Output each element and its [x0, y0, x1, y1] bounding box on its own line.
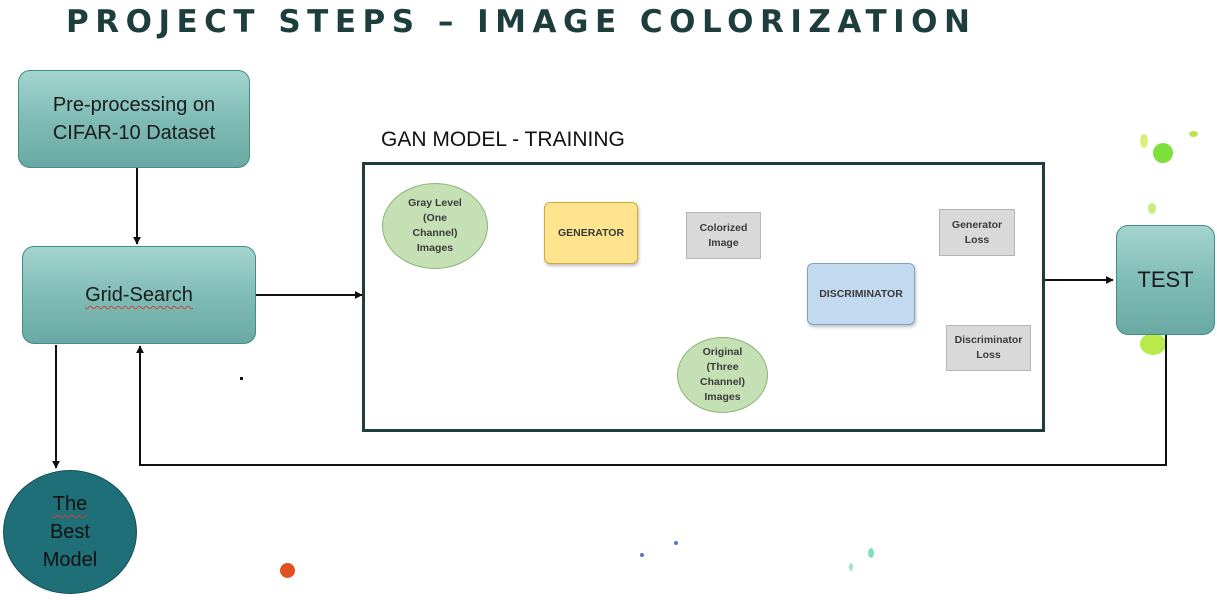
paint-splash — [674, 541, 678, 545]
generator-loss-line: Generator — [951, 219, 1003, 231]
page-title: PROJECT STEPS – IMAGE COLORIZATION — [66, 4, 977, 40]
original-input-node: Original (Three Channel) Images — [677, 337, 768, 413]
stray-dot — [240, 377, 243, 380]
gray-input-line: (One — [423, 212, 447, 224]
paint-splash — [1148, 203, 1156, 214]
generator-label: GENERATOR — [557, 226, 625, 239]
gray-input-line: Images — [416, 242, 454, 254]
best-model-label-line3: Model — [42, 549, 98, 571]
gan-section-label: GAN MODEL - TRAINING — [381, 128, 625, 151]
generator-loss-node: Generator Loss — [939, 209, 1015, 256]
gray-input-line: Channel) — [412, 227, 458, 239]
discriminator-node: DISCRIMINATOR — [807, 263, 915, 325]
preprocessing-label-line2: CIFAR-10 Dataset — [52, 122, 216, 144]
preprocessing-step: Pre-processing on CIFAR-10 Dataset — [18, 70, 250, 168]
discriminator-label: DISCRIMINATOR — [819, 287, 903, 300]
discriminator-loss-node: Discriminator Loss — [946, 325, 1031, 371]
original-line: Channel) — [700, 376, 745, 388]
grid-search-step: Grid-Search — [22, 246, 256, 344]
test-step: TEST — [1116, 225, 1215, 335]
best-model-node: The Best Model — [3, 470, 137, 594]
grid-search-label: Grid-Search — [85, 284, 193, 306]
best-model-label-line1: The — [52, 493, 88, 515]
colorized-line: Image — [708, 236, 739, 249]
paint-splash — [1140, 134, 1148, 148]
paint-splash — [1189, 131, 1198, 137]
preprocessing-label-line1: Pre-processing on — [52, 94, 216, 116]
paint-splash — [868, 548, 874, 558]
original-line: Images — [704, 391, 741, 403]
colorized-image-node: Colorized Image — [686, 212, 761, 259]
paint-splash — [849, 563, 853, 571]
best-model-label-line2: Best — [49, 521, 90, 543]
gray-input-line: Gray Level — [408, 197, 462, 209]
paint-splash — [280, 563, 295, 578]
paint-splash — [1140, 333, 1166, 355]
gray-level-input-node: Gray Level (One Channel) Images — [382, 183, 488, 269]
test-label: TEST — [1137, 267, 1194, 292]
paint-splash — [1153, 143, 1173, 163]
discriminator-loss-line: Loss — [976, 349, 1001, 361]
colorized-line: Colorized — [699, 221, 748, 234]
paint-splash — [640, 553, 644, 557]
discriminator-loss-line: Discriminator — [954, 334, 1023, 346]
generator-node: GENERATOR — [544, 202, 638, 264]
original-line: Original — [702, 346, 743, 358]
generator-loss-line: Loss — [964, 234, 990, 246]
original-line: (Three — [706, 361, 739, 373]
